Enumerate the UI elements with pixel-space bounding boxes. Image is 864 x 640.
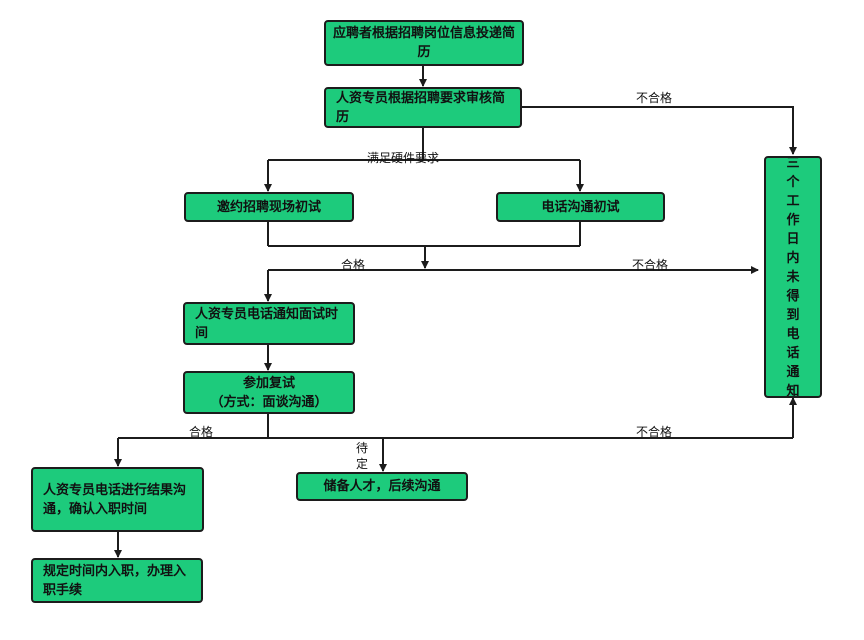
node-onboarding-text: 规定时间内入职，办理入职手续	[43, 563, 187, 598]
node-no-call-notice: 三个工作日内未得到电话通知	[764, 156, 822, 398]
label-fail-review: 不合格	[636, 91, 673, 105]
label-meets-requirements: 满足硬件要求	[367, 151, 440, 165]
node-second-interview: 参加复试 （方式：面谈沟通）	[183, 371, 355, 414]
node-second-interview-text: 参加复试	[242, 375, 295, 391]
node-second-interview-mode: （方式：面谈沟通）	[210, 394, 328, 410]
node-phone-first-interview-text: 电话沟通初试	[541, 199, 620, 215]
node-hr-review: 人资专员根据招聘要求审核简历	[324, 87, 522, 128]
node-notify-interview: 人资专员电话通知面试时间	[183, 302, 355, 345]
node-submit-resume-text: 应聘者根据招聘岗位信息投递简历	[332, 26, 515, 60]
node-talent-reserve: 储备人才，后续沟通	[296, 472, 468, 501]
label-pass-first: 合格	[341, 258, 366, 272]
node-notify-interview-text: 人资专员电话通知面试时间	[195, 306, 339, 341]
node-result-communication-text: 人资专员电话进行结果沟通，确认入职时间	[43, 482, 187, 517]
node-phone-first-interview: 电话沟通初试	[496, 192, 665, 222]
edge-review-fail	[522, 106, 797, 155]
node-result-communication: 人资专员电话进行结果沟通，确认入职时间	[31, 467, 204, 532]
label-fail-second: 不合格	[636, 425, 673, 439]
node-onsite-first-interview: 邀约招聘现场初试	[184, 192, 354, 222]
node-onsite-first-interview-text: 邀约招聘现场初试	[216, 199, 321, 215]
label-pass-second: 合格	[189, 425, 214, 439]
node-no-call-notice-text: 三个工作日内未得到电话通知	[786, 156, 800, 398]
node-hr-review-text: 人资专员根据招聘要求审核简历	[336, 90, 506, 125]
node-talent-reserve-text: 储备人才，后续沟通	[323, 479, 441, 494]
label-pending: 待定	[356, 441, 369, 471]
node-submit-resume: 应聘者根据招聘岗位信息投递简历	[324, 20, 524, 66]
label-fail-first: 不合格	[632, 258, 669, 272]
node-onboarding: 规定时间内入职，办理入职手续	[31, 558, 203, 603]
